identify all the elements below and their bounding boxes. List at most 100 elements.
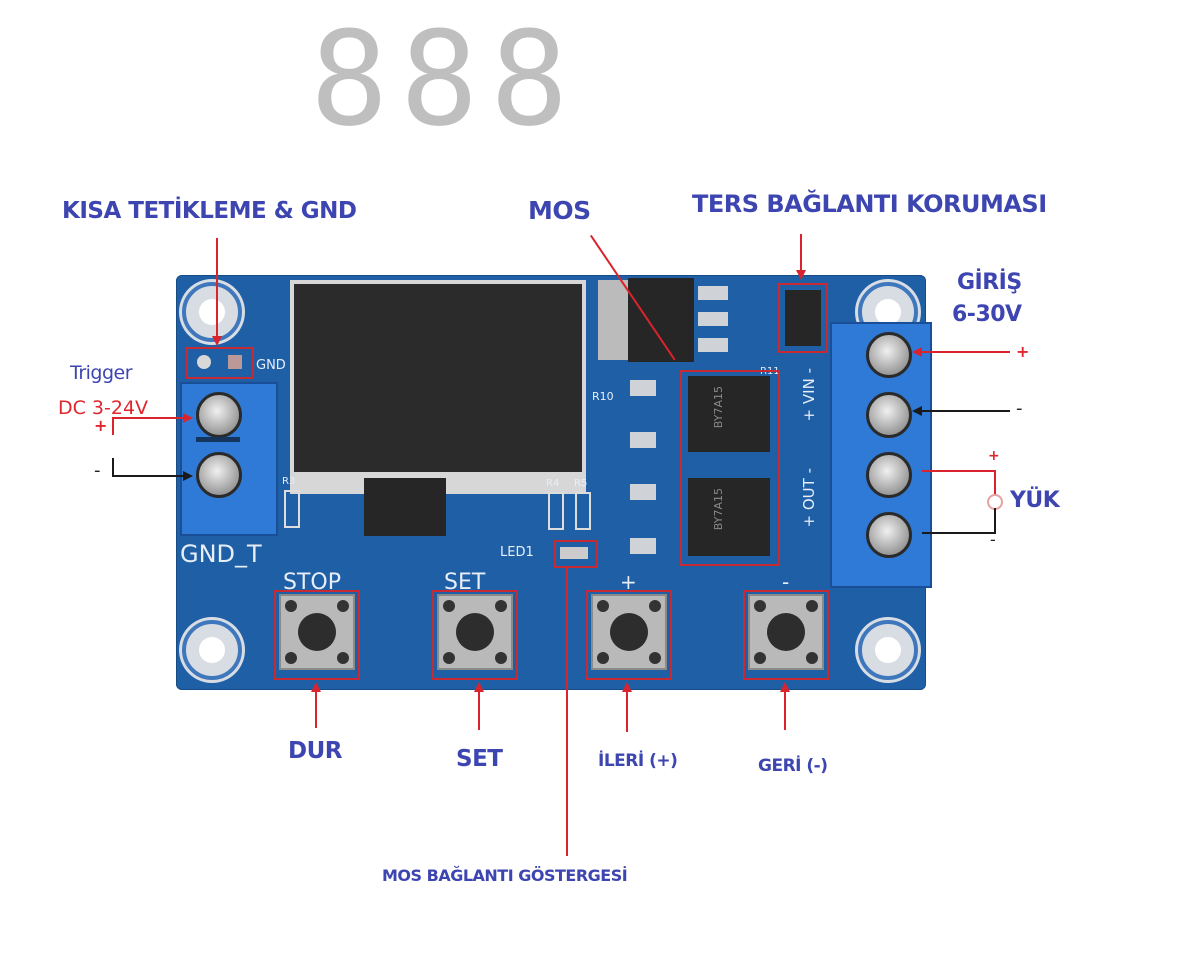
terminal-divider bbox=[196, 437, 240, 442]
r5-silk: R5 bbox=[574, 478, 588, 489]
set-pointer-arrow bbox=[474, 682, 484, 692]
mounting-hole-bottom-left bbox=[182, 620, 242, 680]
trigger-plus-arrow bbox=[183, 413, 193, 423]
stop-pointer-line bbox=[315, 690, 317, 728]
set-button[interactable] bbox=[437, 594, 513, 670]
voltage-regulator bbox=[628, 278, 694, 362]
regulator-tab bbox=[598, 280, 632, 360]
regulator-pad-3 bbox=[698, 338, 728, 352]
load-plus-sign: + bbox=[988, 448, 1000, 464]
reverse-protection-label: TERS BAĞLANTI KORUMASI bbox=[692, 190, 1047, 218]
regulator-pad-2 bbox=[698, 312, 728, 326]
mounting-hole-bottom-right bbox=[858, 620, 918, 680]
trigger-plus-wire bbox=[112, 417, 184, 419]
plus-silk: + bbox=[620, 570, 637, 594]
minus-pointer-line bbox=[784, 690, 786, 730]
vin-plus-screw[interactable] bbox=[866, 332, 912, 378]
trigger-minus-screw[interactable] bbox=[196, 452, 242, 498]
set-label: SET bbox=[456, 746, 503, 772]
trigger-plus-wire-vertical bbox=[112, 417, 114, 435]
trigger-minus-wire-vertical bbox=[112, 458, 114, 476]
reverse-protection-pointer-arrow bbox=[796, 270, 806, 280]
plus-button[interactable] bbox=[591, 594, 667, 670]
r10-silk: R10 bbox=[592, 390, 614, 403]
input-title-label: GİRİŞ bbox=[957, 270, 1022, 295]
display-digit-2: 8 bbox=[400, 3, 479, 155]
short-trigger-pointer-line bbox=[216, 238, 218, 338]
mosfet2-pin3 bbox=[630, 538, 656, 554]
short-trigger-gnd-label: KISA TETİKLEME & GND bbox=[62, 198, 357, 224]
load-minus-wire-vertical bbox=[994, 508, 996, 534]
load-minus-wire bbox=[922, 532, 996, 534]
reverse-protection-highlight bbox=[778, 283, 828, 353]
mos-indicator-pointer-line bbox=[566, 566, 568, 856]
vin-minus-sign: - bbox=[1016, 398, 1023, 419]
set-highlight bbox=[432, 590, 518, 680]
mosfet-2 bbox=[688, 478, 770, 556]
gnd-t-silk: GND_T bbox=[180, 540, 262, 568]
load-label: YÜK bbox=[1010, 488, 1060, 513]
vin-plus-arrow bbox=[912, 347, 922, 357]
r3-silk: R3 bbox=[282, 476, 296, 487]
stop-label: DUR bbox=[288, 738, 342, 764]
minus-silk: - bbox=[782, 570, 790, 594]
short-pad-round bbox=[197, 355, 211, 369]
mos-label: MOS bbox=[528, 196, 591, 225]
vin-minus-screw[interactable] bbox=[866, 392, 912, 438]
protection-diode bbox=[785, 290, 821, 346]
trigger-minus-arrow bbox=[183, 471, 193, 481]
mounting-hole-top-left bbox=[182, 282, 242, 342]
vin-plus-sign: + bbox=[1016, 342, 1030, 361]
r4-silk: R4 bbox=[546, 478, 560, 489]
led1-silk: LED1 bbox=[500, 545, 534, 560]
trigger-voltage-label: DC 3-24V bbox=[58, 397, 149, 419]
load-plus-wire-vertical bbox=[994, 470, 996, 496]
out-plus-screw[interactable] bbox=[866, 452, 912, 498]
plus-highlight bbox=[586, 590, 672, 680]
optocoupler bbox=[364, 478, 446, 536]
vin-minus-wire bbox=[920, 410, 1010, 412]
stop-pointer-arrow bbox=[311, 682, 321, 692]
trigger-label: Trigger bbox=[70, 362, 133, 384]
trigger-plus-sign: + bbox=[94, 416, 108, 435]
vin-plus-wire bbox=[920, 351, 1010, 353]
vin-minus-arrow bbox=[912, 406, 922, 416]
trigger-plus-screw[interactable] bbox=[196, 392, 242, 438]
mosfet2-pin1 bbox=[630, 484, 656, 500]
mosfet1-pin3 bbox=[630, 432, 656, 448]
mos-highlight bbox=[680, 370, 780, 566]
short-trigger-pointer-arrow bbox=[212, 336, 222, 346]
out-minus-screw[interactable] bbox=[866, 512, 912, 558]
trigger-minus-sign: - bbox=[94, 460, 101, 481]
mos-indicator-label: MOS BAĞLANTI GÖSTERGESİ bbox=[382, 866, 628, 885]
led1 bbox=[560, 547, 588, 559]
reverse-protection-pointer-line bbox=[800, 234, 802, 272]
input-voltage-label: 6-30V bbox=[952, 302, 1022, 327]
short-pad-square bbox=[228, 355, 242, 369]
minus-pointer-arrow bbox=[780, 682, 790, 692]
trigger-minus-wire bbox=[112, 475, 184, 477]
regulator-pad-1 bbox=[698, 286, 728, 300]
display-digit-1: 8 bbox=[310, 3, 389, 155]
short-trigger-highlight bbox=[186, 347, 254, 379]
gnd-silk: GND bbox=[256, 358, 286, 373]
load-plus-wire bbox=[922, 470, 996, 472]
stop-button[interactable] bbox=[279, 594, 355, 670]
seven-segment-display bbox=[290, 280, 586, 494]
plus-pointer-line bbox=[626, 690, 628, 732]
r5-resistor bbox=[575, 492, 591, 530]
led-highlight bbox=[554, 540, 598, 568]
mosfet-1 bbox=[688, 376, 770, 452]
set-pointer-line bbox=[478, 690, 480, 730]
display-digit-3: 8 bbox=[490, 3, 569, 155]
minus-button[interactable] bbox=[748, 594, 824, 670]
r4-resistor bbox=[548, 492, 564, 530]
minus-highlight bbox=[743, 590, 829, 680]
back-label: GERİ (-) bbox=[758, 756, 828, 776]
vin-silk: + VIN - bbox=[800, 368, 818, 422]
r3-resistor bbox=[284, 490, 300, 528]
stop-highlight bbox=[274, 590, 360, 680]
load-minus-sign: - bbox=[990, 530, 996, 549]
forward-label: İLERİ (+) bbox=[598, 751, 678, 771]
out-silk: + OUT - bbox=[800, 468, 818, 528]
